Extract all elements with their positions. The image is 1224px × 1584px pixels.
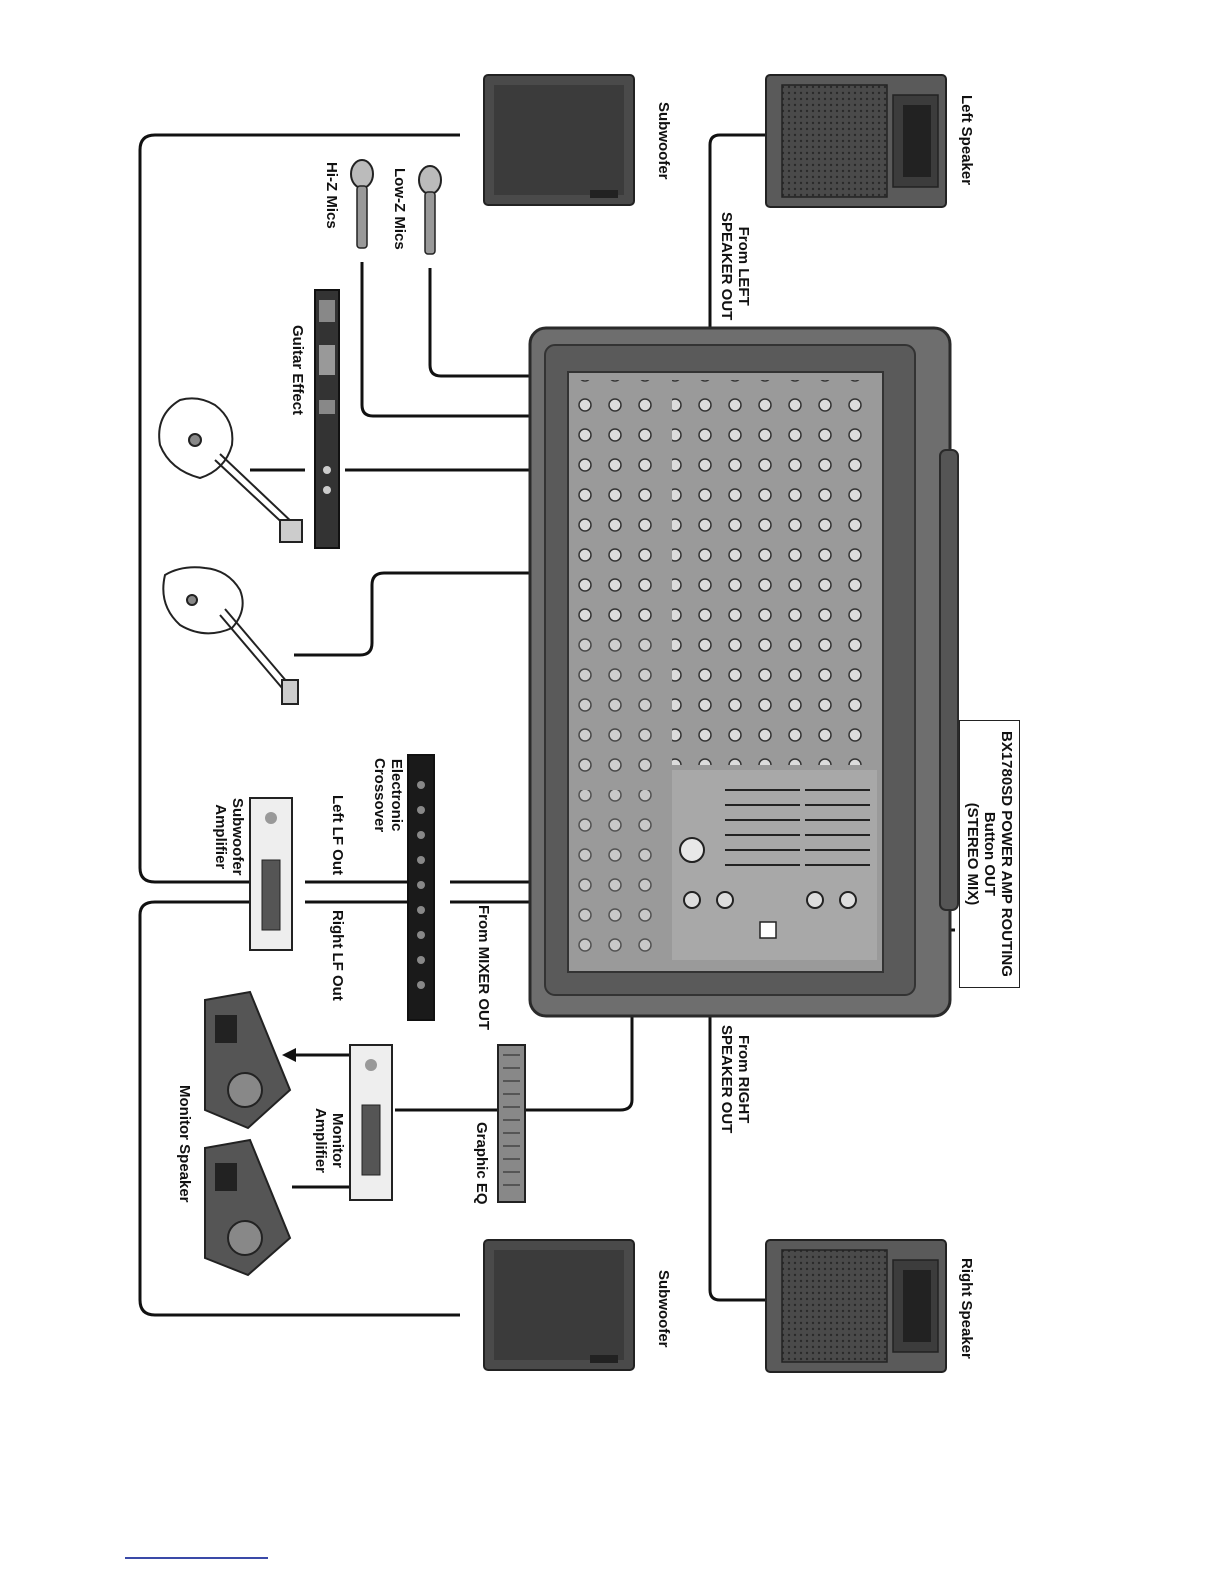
monitor-speaker-2 [204,1138,292,1277]
label-left-speaker: Left Speaker [958,95,975,186]
label-from-mixer-out: From MIXER OUT [475,905,492,1031]
right-speaker [765,1239,947,1373]
mixer [528,326,959,1018]
graphic-eq [497,1044,526,1203]
label-low-z-mics: Low-Z Mics [391,168,408,250]
label-monitor-speaker: Monitor Speaker [176,1085,193,1203]
subwoofer-bottom [483,1239,635,1371]
label-subwoofer-top: Subwoofer [655,102,672,180]
monitor-amplifier [349,1044,393,1201]
low-z-mic [418,165,442,255]
cable-right-speaker [708,1013,766,1302]
footer-rule [125,1557,268,1559]
label-left-lf-out: Left LF Out [329,795,346,875]
label-graphic-eq: Graphic EQ [473,1122,490,1205]
subwoofer-amplifier [249,797,293,951]
label-subwoofer-bottom: Subwoofer [655,1270,672,1348]
label-guitar-effect: Guitar Effect [289,325,306,416]
bass-guitar [162,566,299,705]
label-right-lf-out: Right LF Out [329,910,346,1001]
cable-left-speaker [708,133,766,330]
hi-z-mic [350,159,374,249]
label-right-speaker: Right Speaker [958,1258,975,1359]
monitor-speaker-1 [204,990,292,1130]
cable-bass [294,571,618,657]
arrow-head-monitor [282,1048,296,1062]
cable-subwoofer-bottom [138,900,460,1317]
electronic-crossover [407,754,435,1021]
left-speaker [765,74,947,208]
subwoofer-top [483,74,635,206]
cable-subwoofer-top [138,133,460,884]
guitar-effect [314,289,340,549]
label-hi-z-mics: Hi-Z Mics [323,162,340,229]
electric-guitar [158,397,303,543]
